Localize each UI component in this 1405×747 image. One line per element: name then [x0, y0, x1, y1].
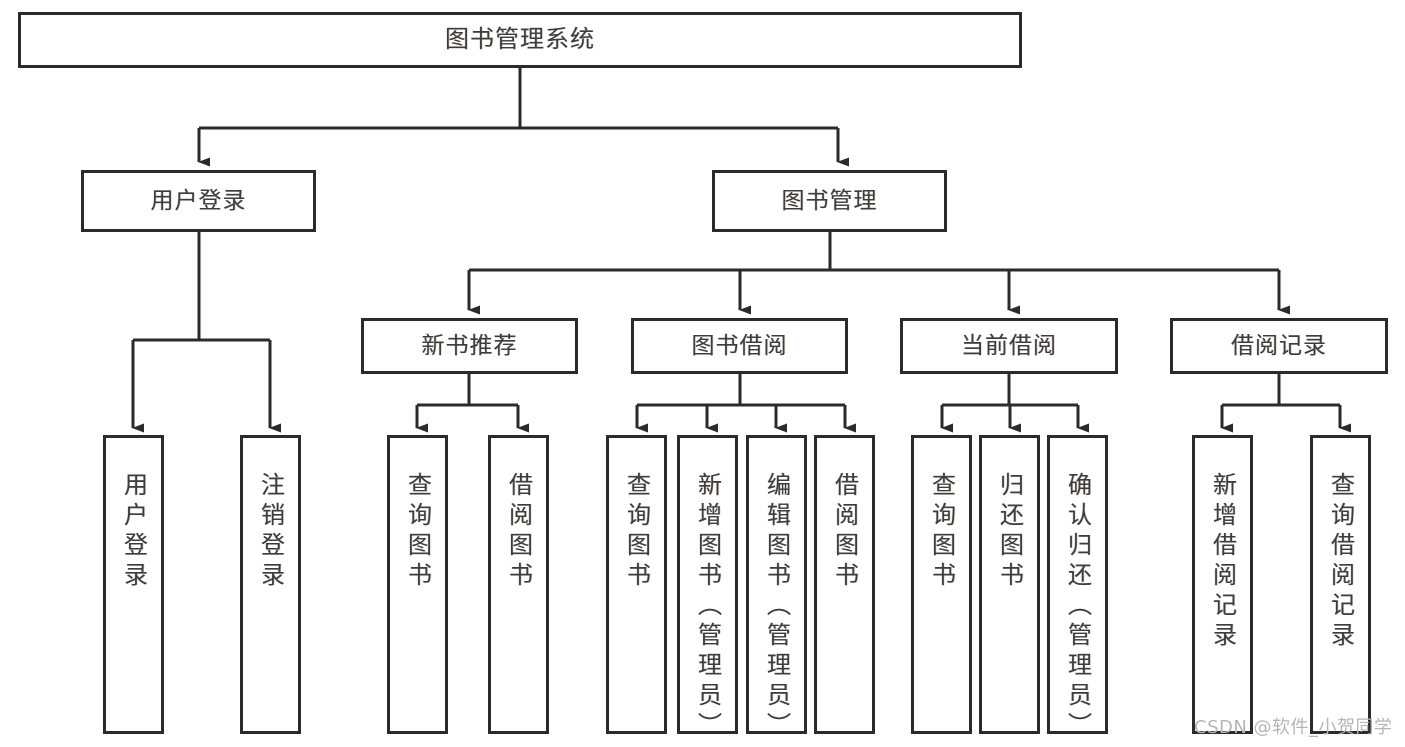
- node-leaf-query-borrow-record[interactable]: 查询借阅记录: [1310, 435, 1371, 734]
- node-root[interactable]: 图书管理系统: [18, 12, 1022, 68]
- node-borrow[interactable]: 图书借阅: [631, 318, 848, 374]
- node-bookmgmt[interactable]: 图书管理: [712, 170, 947, 232]
- node-login[interactable]: 用户登录: [81, 170, 316, 232]
- node-login-label: 用户登录: [150, 187, 247, 214]
- node-leaf-borrow-books-label: 借阅图书: [830, 472, 859, 592]
- node-current[interactable]: 当前借阅: [900, 318, 1118, 374]
- node-leaf-query-borrow-record-label: 查询借阅记录: [1326, 472, 1355, 652]
- node-leaf-return-books[interactable]: 归还图书: [979, 435, 1040, 734]
- node-leaf-query-books-current[interactable]: 查询图书: [911, 435, 972, 734]
- node-leaf-user-login-label: 用户登录: [119, 472, 148, 592]
- node-leaf-add-book-admin[interactable]: 新增图书（管理员）: [677, 435, 738, 742]
- node-records[interactable]: 借阅记录: [1170, 318, 1388, 374]
- node-current-label: 当前借阅: [961, 332, 1057, 359]
- node-leaf-query-books-new[interactable]: 查询图书: [387, 435, 448, 734]
- node-leaf-user-login[interactable]: 用户登录: [103, 435, 164, 734]
- node-leaf-confirm-return-admin[interactable]: 确认归还（管理员）: [1047, 435, 1108, 742]
- node-leaf-query-books-new-label: 查询图书: [403, 472, 432, 592]
- node-leaf-add-borrow-record-label: 新增借阅记录: [1208, 472, 1237, 652]
- node-leaf-return-books-label: 归还图书: [995, 472, 1024, 592]
- node-leaf-edit-book-admin-label: 编辑图书（管理员）: [762, 472, 791, 742]
- node-newbook-label: 新书推荐: [421, 332, 518, 359]
- node-borrow-label: 图书借阅: [691, 332, 788, 359]
- node-leaf-add-borrow-record[interactable]: 新增借阅记录: [1192, 435, 1253, 734]
- node-leaf-query-books-label: 查询图书: [622, 472, 651, 592]
- node-leaf-edit-book-admin[interactable]: 编辑图书（管理员）: [746, 435, 807, 742]
- node-leaf-query-books[interactable]: 查询图书: [606, 435, 667, 734]
- node-leaf-logout[interactable]: 注销登录: [240, 435, 301, 734]
- node-leaf-logout-label: 注销登录: [256, 472, 285, 592]
- node-leaf-add-book-admin-label: 新增图书（管理员）: [693, 472, 722, 742]
- node-leaf-borrow-books-new[interactable]: 借阅图书: [488, 435, 549, 734]
- node-records-label: 借阅记录: [1231, 332, 1327, 359]
- node-newbook[interactable]: 新书推荐: [361, 318, 578, 374]
- csdn-watermark: CSDN @软件_小贺同学: [1194, 717, 1393, 738]
- node-leaf-query-books-current-label: 查询图书: [927, 472, 956, 592]
- node-leaf-borrow-books[interactable]: 借阅图书: [814, 435, 875, 734]
- node-leaf-confirm-return-admin-label: 确认归还（管理员）: [1063, 472, 1092, 742]
- node-bookmgmt-label: 图书管理: [781, 187, 878, 214]
- node-root-label: 图书管理系统: [445, 25, 595, 54]
- node-leaf-borrow-books-new-label: 借阅图书: [504, 472, 533, 592]
